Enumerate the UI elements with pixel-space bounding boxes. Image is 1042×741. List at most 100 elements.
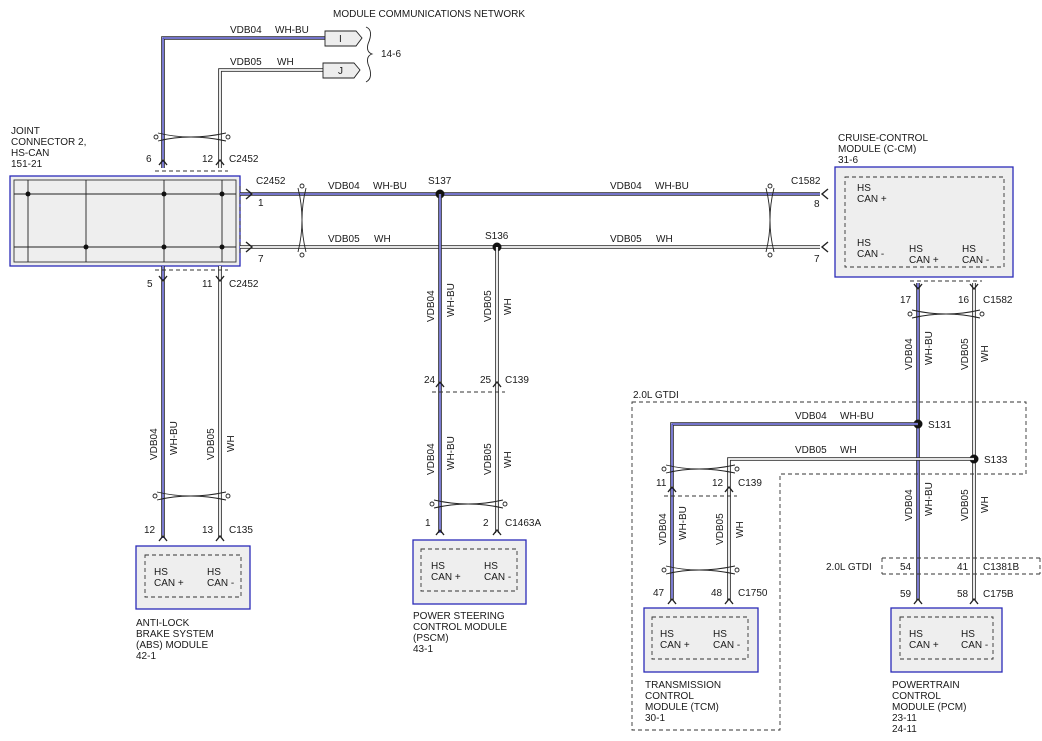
tcm-module: HS CAN + HS CAN - TRANSMISSION CONTROL M… <box>643 607 759 724</box>
ccm-canp-1: CAN + <box>857 194 887 205</box>
abs-vdb04-v: VDB04 <box>149 428 160 460</box>
c139-pscm: C139 <box>505 375 529 386</box>
tcm-whbu-v: WH-BU <box>678 506 689 540</box>
ccm-hs-1: HS <box>857 183 871 194</box>
pscm-vdb05-v1: VDB05 <box>483 290 494 322</box>
joint-title-3: HS-CAN <box>11 148 49 159</box>
ccm-vdb05-v: VDB05 <box>960 338 971 370</box>
ccm-module: CRUISE-CONTROL MODULE (C-CM) 31-6 HS CAN… <box>834 133 1014 278</box>
pcm-module: HS CAN + HS CAN - POWERTRAIN CONTROL MOD… <box>890 607 1003 735</box>
pscm-vdb04-v1: VDB04 <box>426 290 437 322</box>
tcm-vdb04-h: VDB04 <box>795 411 827 422</box>
pin-1-bus: 1 <box>258 198 264 209</box>
s137-label: S137 <box>428 176 452 187</box>
pscm-title-4: 43-1 <box>413 644 433 655</box>
pscm-whbu-v2: WH-BU <box>446 436 457 470</box>
pin-7-bus: 7 <box>258 254 264 265</box>
ccm-canm-2: CAN - <box>857 249 884 260</box>
tcm-title-4: 30-1 <box>645 713 665 724</box>
option-pcm: 2.0L GTDI <box>826 562 872 573</box>
pin-11-tcm: 11 <box>656 478 667 489</box>
abs-title-2: BRAKE SYSTEM <box>136 629 214 640</box>
pscm-vdb05-v2: VDB05 <box>483 443 494 475</box>
pin-59: 59 <box>900 589 912 600</box>
pcm-title-1: POWERTRAIN <box>892 680 960 691</box>
ccm-whbu-v: WH-BU <box>924 331 935 365</box>
abs-title-1: ANTI-LOCK <box>136 618 190 629</box>
tcm-wh-h: WH <box>840 445 857 456</box>
top-vdb04: VDB04 <box>230 25 262 36</box>
pscm-wh-v1: WH <box>503 298 514 315</box>
ccm-hs-3: HS <box>909 244 923 255</box>
bus-wh-a: WH <box>374 234 391 245</box>
s136-label: S136 <box>485 231 509 242</box>
pin-12-top: 12 <box>202 154 214 165</box>
pcm-whbu-v: WH-BU <box>924 482 935 516</box>
abs-title-3: (ABS) MODULE <box>136 640 209 651</box>
tcm-whbu-h: WH-BU <box>840 411 874 422</box>
ccm-wh-v: WH <box>980 345 991 362</box>
main-bus: C2452 1 7 VDB04 WH-BU VDB05 WH VDB04 WH-… <box>240 176 829 265</box>
pscm-hs-2: HS <box>484 561 498 572</box>
pin-2-pscm: 2 <box>483 518 489 529</box>
pin-24: 24 <box>424 375 436 386</box>
tcm-title-2: CONTROL <box>645 691 694 702</box>
ccm-vdb04-v: VDB04 <box>904 338 915 370</box>
pin-48: 48 <box>711 588 723 599</box>
pin-17: 17 <box>900 295 912 306</box>
pcm-wh-v: WH <box>980 496 991 513</box>
page-ref: 14-6 <box>381 49 401 60</box>
pcm-canp: CAN + <box>909 640 939 651</box>
pscm-branch: VDB04 WH-BU VDB05 WH 24 25 C139 VDB04 WH… <box>424 194 541 536</box>
c1463a: C1463A <box>505 518 541 529</box>
pin-41: 41 <box>957 562 969 573</box>
bus-wh-b: WH <box>656 234 673 245</box>
pcm-title-3: MODULE (PCM) <box>892 702 966 713</box>
c2452-bus: C2452 <box>256 176 286 187</box>
pin-6-top: 6 <box>146 154 152 165</box>
pin-47: 47 <box>653 588 665 599</box>
ccm-title-3: 31-6 <box>838 155 858 166</box>
off-page-j-icon <box>322 62 361 79</box>
abs-whbu-v: WH-BU <box>169 421 180 455</box>
joint-connector: JOINT CONNECTOR 2, HS-CAN 151-21 <box>9 126 241 267</box>
top-wh: WH <box>277 57 294 68</box>
pscm-module: HS CAN + HS CAN - POWER STEERING CONTROL… <box>412 539 527 655</box>
c1582-bus: C1582 <box>791 176 821 187</box>
tcm-title-1: TRANSMISSION <box>645 680 721 691</box>
option-tcm: 2.0L GTDI <box>633 390 679 401</box>
bus-whbu-a: WH-BU <box>373 181 407 192</box>
abs-hs-2: HS <box>207 567 221 578</box>
abs-canm: CAN - <box>207 578 234 589</box>
pcm-vdb05-v: VDB05 <box>960 489 971 521</box>
c1582-lower: C1582 <box>983 295 1013 306</box>
c2452-abs: C2452 <box>229 279 259 290</box>
abs-branch: 5 11 C2452 VDB04 WH-BU VDB05 WH 12 13 C1… <box>144 266 259 542</box>
pcm-title-5: 24-11 <box>892 724 917 735</box>
tcm-branch: 2.0L GTDI VDB04 WH-BU VDB05 WH 11 12 C13… <box>631 390 1027 731</box>
tcm-canp: CAN + <box>660 640 690 651</box>
ccm-canm-4: CAN - <box>962 255 989 266</box>
abs-hs-1: HS <box>154 567 168 578</box>
pin-12-abs: 12 <box>144 525 156 536</box>
pscm-canm: CAN - <box>484 572 511 583</box>
pcm-title-2: CONTROL <box>892 691 941 702</box>
c1381b: C1381B <box>983 562 1019 573</box>
off-page-i-label: I <box>339 34 342 45</box>
abs-wh-v: WH <box>226 435 237 452</box>
pcm-title-4: 23-11 <box>892 713 917 724</box>
pin-12-tcm: 12 <box>712 478 724 489</box>
s133-label: S133 <box>984 455 1008 466</box>
ccm-title-2: MODULE (C-CM) <box>838 144 916 155</box>
pscm-canp: CAN + <box>431 572 461 583</box>
c139-tcm: C139 <box>738 478 762 489</box>
network-title: MODULE COMMUNICATIONS NETWORK <box>333 9 525 20</box>
tcm-wh-v: WH <box>735 521 746 538</box>
tcm-title-3: MODULE (TCM) <box>645 702 719 713</box>
pscm-wh-v2: WH <box>503 451 514 468</box>
tcm-hs-1: HS <box>660 629 674 640</box>
ccm-hs-2: HS <box>857 238 871 249</box>
abs-canp: CAN + <box>154 578 184 589</box>
